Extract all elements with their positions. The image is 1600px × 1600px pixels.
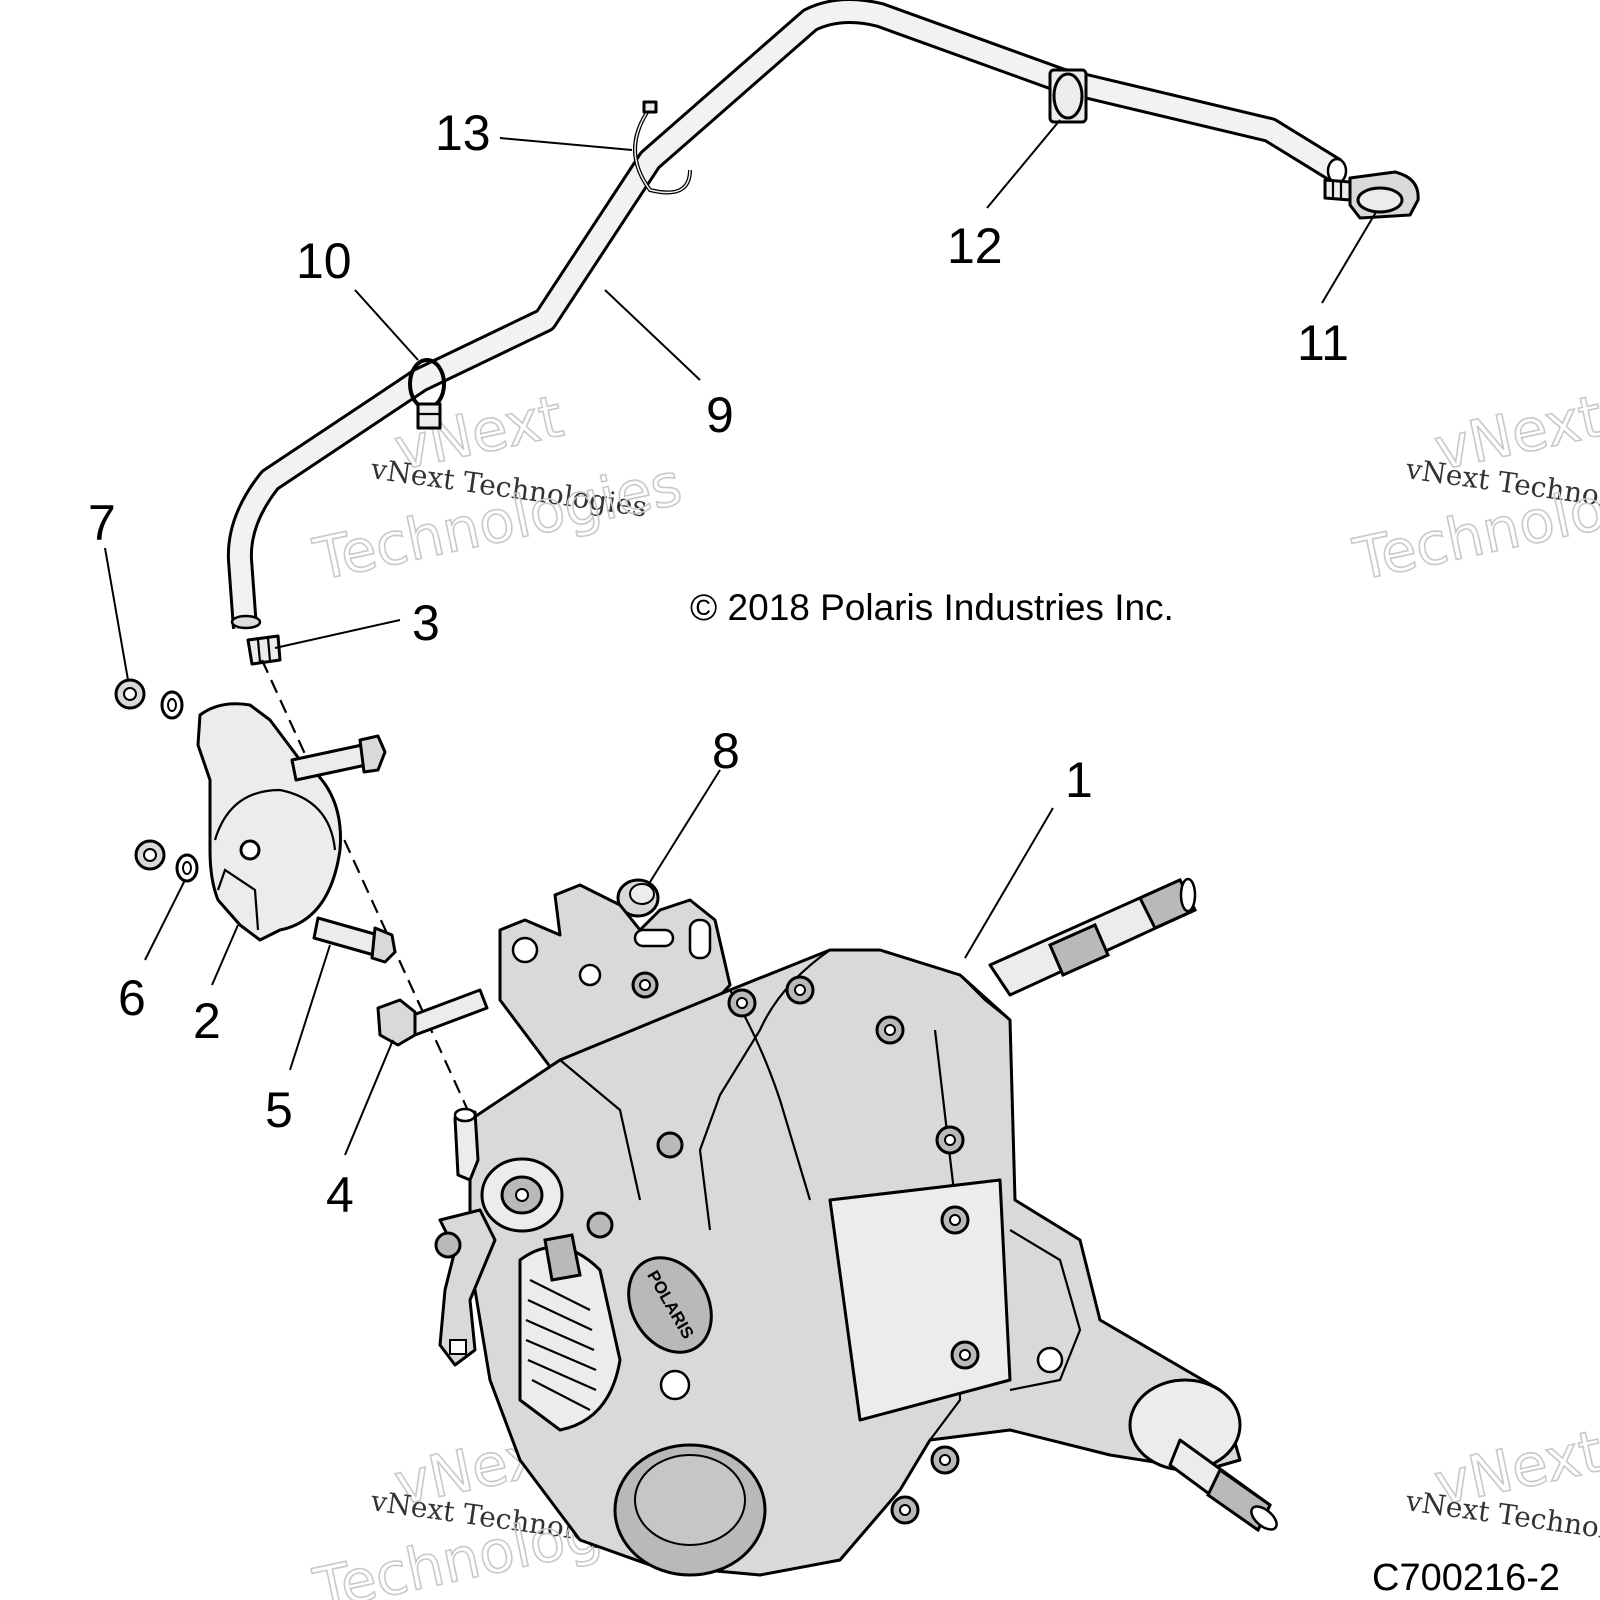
- case-bolt-4: [935, 1125, 965, 1155]
- callout-2: 2: [193, 993, 221, 1049]
- nut-7: [114, 678, 146, 710]
- leader-5: [289, 944, 331, 1071]
- washer-6: [175, 853, 199, 883]
- leader-3: [274, 619, 401, 649]
- nut-lower: [134, 839, 166, 871]
- case-bolt-1: [727, 988, 757, 1018]
- leader-11: [1321, 211, 1377, 304]
- hose-clip-10: [408, 358, 446, 430]
- hose-fitting-11: [1323, 170, 1420, 220]
- leader-9: [604, 289, 701, 381]
- bolt-upper: [290, 734, 387, 782]
- callout-10: 10: [296, 233, 352, 289]
- leader-8: [649, 769, 721, 883]
- cable-tie-13: [633, 100, 692, 195]
- plug-8: [616, 878, 660, 918]
- case-bolt-9: [631, 971, 659, 999]
- leader-10: [354, 289, 419, 361]
- case-bolt-3: [875, 1015, 905, 1045]
- watermark-group-upper-right: vNext vNext Technologies Technologies: [1347, 381, 1600, 595]
- callout-6: 6: [118, 970, 146, 1026]
- leader-12: [986, 119, 1061, 209]
- callout-4: 4: [326, 1167, 354, 1223]
- callout-13: 13: [435, 105, 491, 161]
- leader-2: [211, 924, 239, 986]
- output-shaft-lower: [1128, 1378, 1278, 1533]
- case-bolt-6: [950, 1340, 980, 1370]
- case-bolt-10: [656, 1131, 684, 1159]
- case-bolt-2: [785, 975, 815, 1005]
- output-shaft-upper: [988, 877, 1198, 997]
- leader-6: [144, 879, 186, 961]
- callout-5: 5: [265, 1082, 293, 1138]
- leader-1: [964, 807, 1054, 959]
- clip-3: [246, 634, 282, 666]
- bolt-5: [312, 916, 397, 964]
- callout-7: 7: [88, 495, 116, 551]
- leader-7: [104, 547, 129, 681]
- speed-sensor: [480, 1157, 582, 1282]
- hose-clip-12: [1048, 68, 1088, 124]
- leader-4: [344, 1039, 394, 1156]
- sensor-bracket-2: [196, 702, 342, 942]
- callout-12: 12: [947, 218, 1003, 274]
- callout-9: 9: [706, 387, 734, 443]
- callout-11: 11: [1297, 315, 1349, 371]
- case-bolt-5: [940, 1205, 970, 1235]
- callout-3: 3: [412, 595, 440, 651]
- bolt-4: [376, 988, 489, 1047]
- washer-upper: [160, 690, 184, 720]
- shift-lever: [434, 1208, 497, 1367]
- brand-plate: POLARIS: [627, 1256, 713, 1354]
- callout-1: 1: [1065, 752, 1093, 808]
- case-bolt-7: [930, 1445, 960, 1475]
- alignment-line: [260, 659, 472, 1116]
- transmission-assembly: POLARIS: [434, 877, 1278, 1577]
- diagram-code: C700216-2: [1372, 1557, 1560, 1599]
- watermark-group-lower-right: vNext vNext Technologies: [1403, 1416, 1600, 1555]
- callout-8: 8: [712, 723, 740, 779]
- vent-fitting: [453, 1107, 480, 1182]
- leader-13: [499, 137, 633, 151]
- case-bolt-8: [890, 1495, 920, 1525]
- copyright-notice: © 2018 Polaris Industries Inc.: [690, 587, 1174, 628]
- bracket-hole: [239, 839, 261, 861]
